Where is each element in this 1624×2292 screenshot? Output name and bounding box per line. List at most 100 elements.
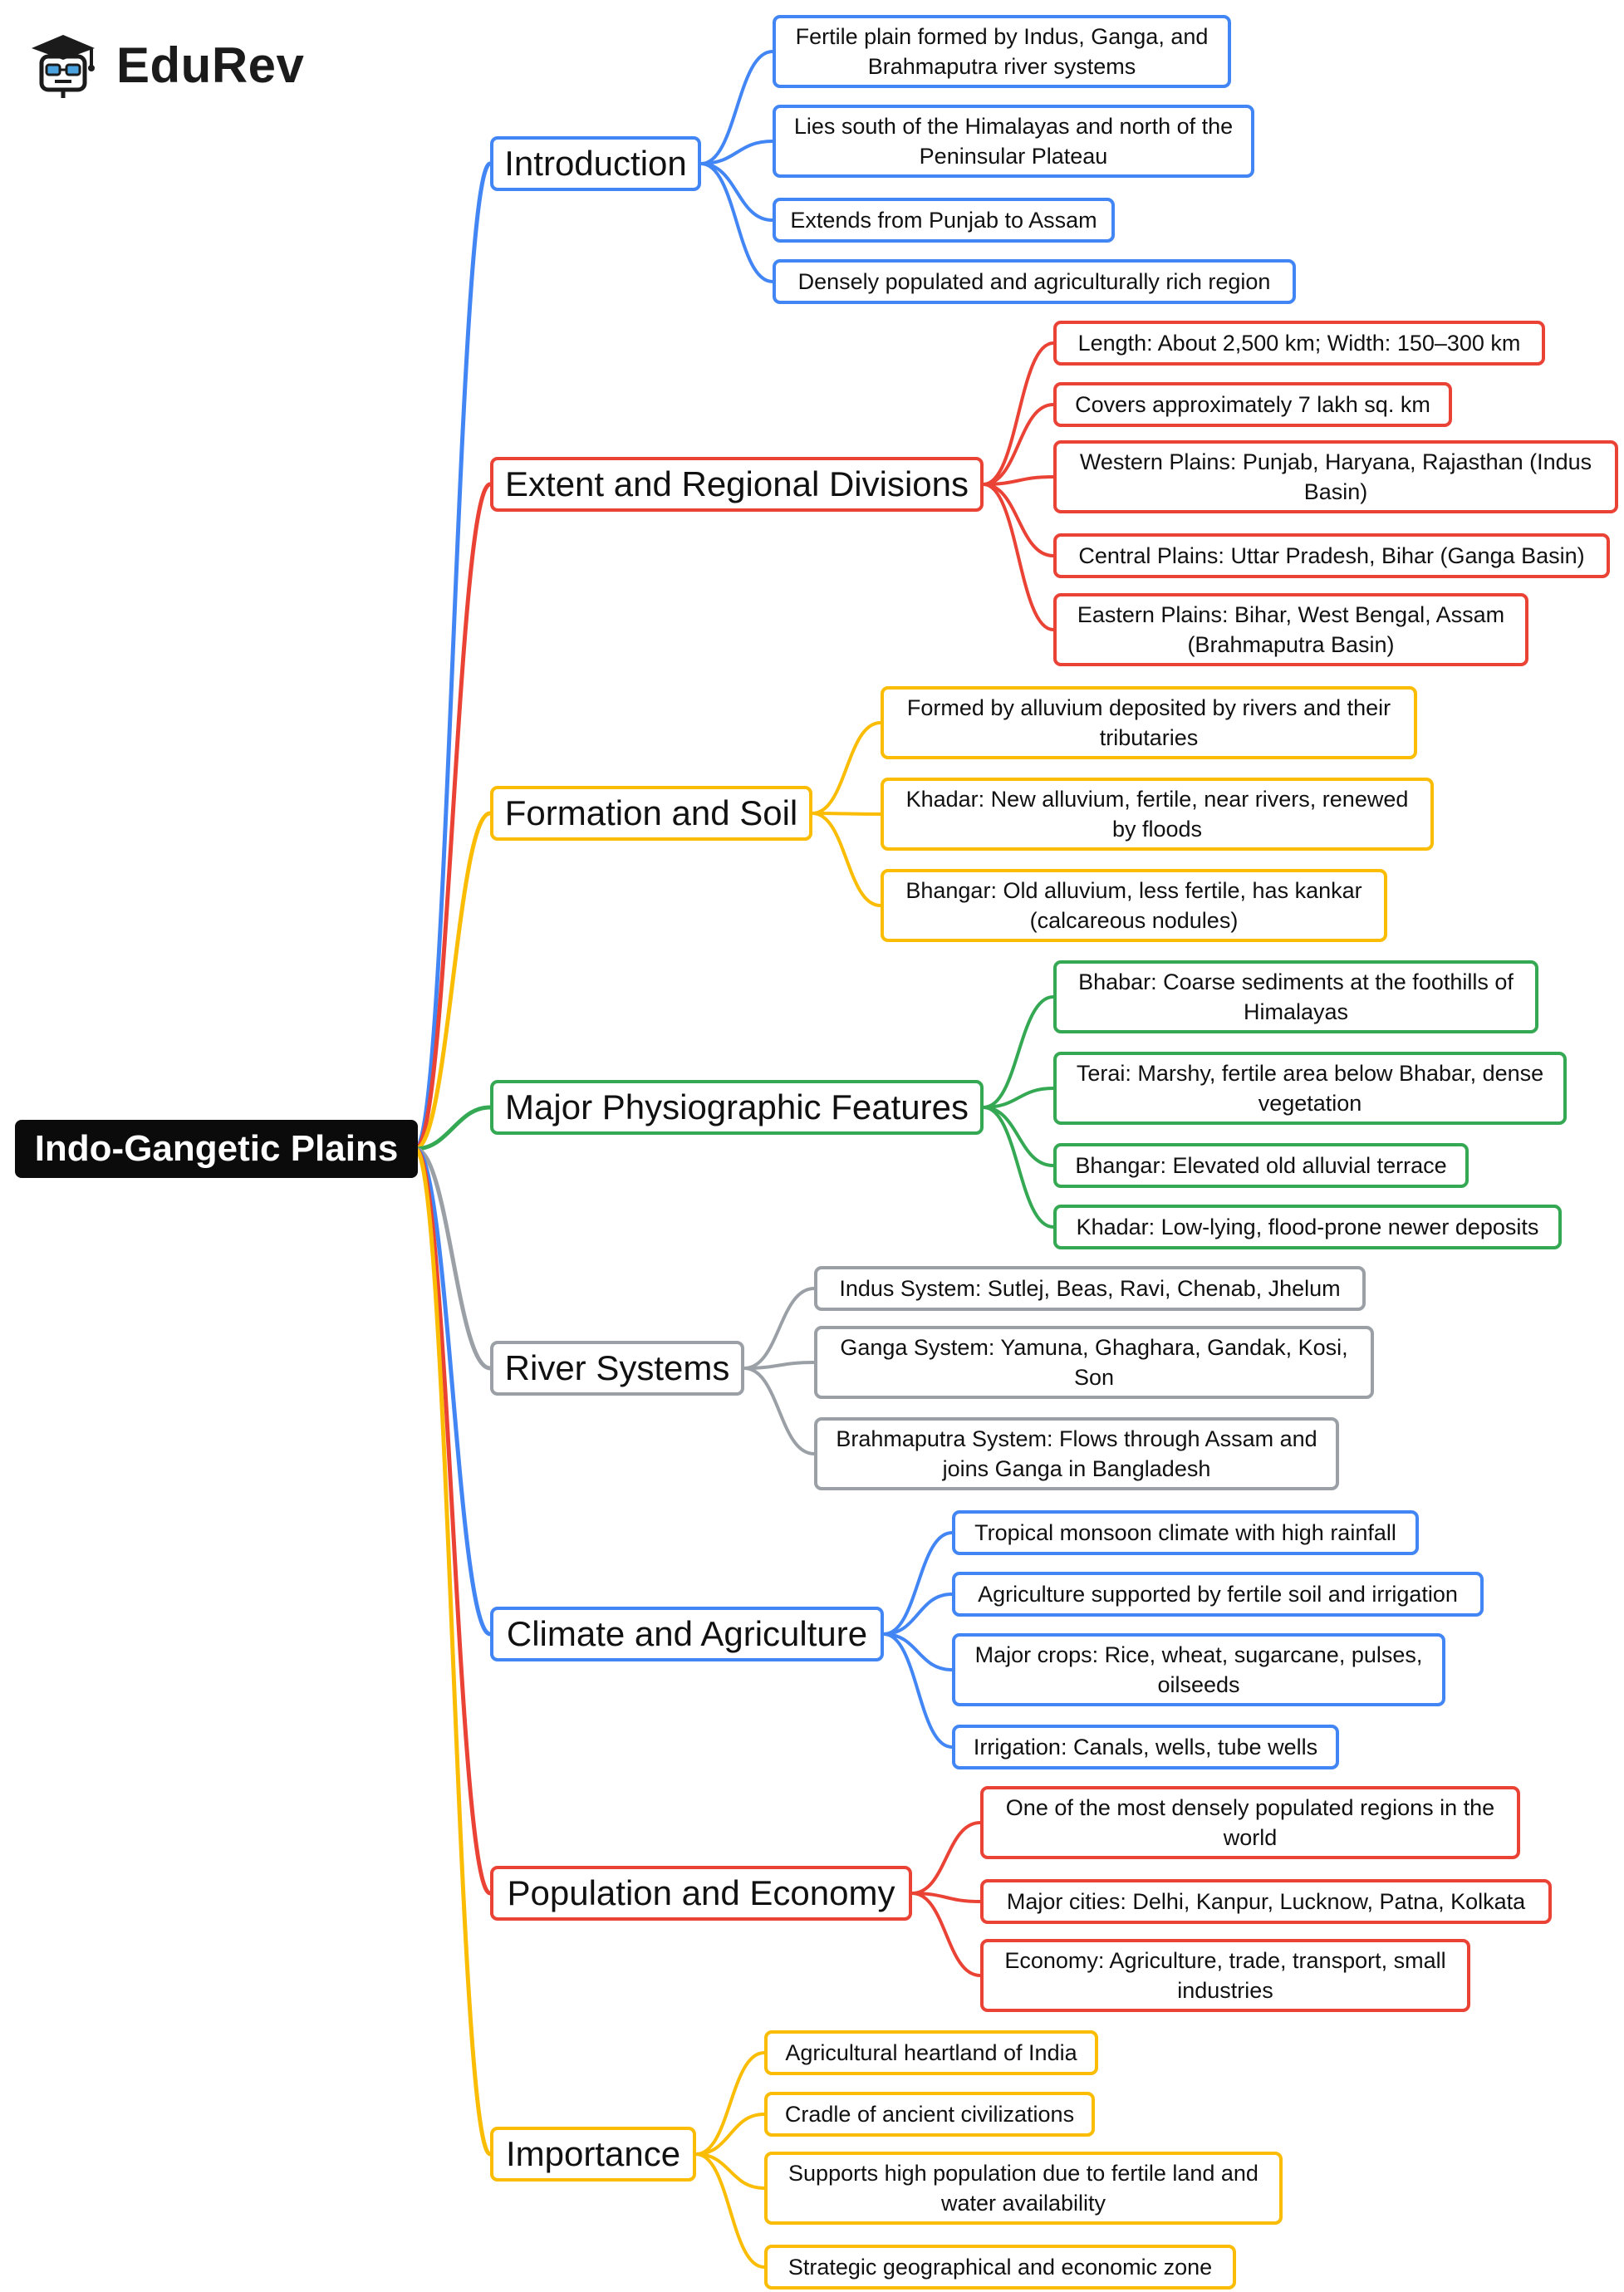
root-topic: Indo-Gangetic Plains bbox=[15, 1120, 418, 1178]
connector-root-to-extent-and-regional-divisions bbox=[413, 482, 493, 1151]
connector-river-systems-item-1 bbox=[743, 1287, 816, 1370]
graduation-cap-robot-icon bbox=[32, 35, 95, 98]
introduction-item-1: Fertile plain formed by Indus, Ganga, an… bbox=[773, 15, 1231, 88]
connector-importance-item-1 bbox=[694, 2051, 766, 2156]
item-text: Major crops: Rice, wheat, sugarcane, pul… bbox=[974, 1642, 1423, 1697]
edurev-logo: EduRev bbox=[25, 23, 304, 106]
climate-and-agriculture-item-1: Tropical monsoon climate with high rainf… bbox=[952, 1510, 1419, 1555]
formation-and-soil-item-2: Khadar: New alluvium, fertile, near rive… bbox=[881, 778, 1434, 851]
connector-major-physiographic-features-item-4 bbox=[982, 1106, 1055, 1229]
branch-label: Introduction bbox=[504, 144, 687, 183]
connector-river-systems-item-3 bbox=[743, 1367, 816, 1455]
item-text: Khadar: Low-lying, flood-prone newer dep… bbox=[1076, 1215, 1539, 1239]
river-systems-item-3: Brahmaputra System: Flows through Assam … bbox=[814, 1417, 1339, 1490]
item-text: Central Plains: Uttar Pradesh, Bihar (Ga… bbox=[1078, 543, 1585, 568]
introduction-item-2: Lies south of the Himalayas and north of… bbox=[773, 105, 1254, 178]
extent-and-regional-divisions-item-4: Central Plains: Uttar Pradesh, Bihar (Ga… bbox=[1053, 533, 1610, 578]
item-text: Bhangar: Elevated old alluvial terrace bbox=[1075, 1153, 1447, 1178]
branch-major-physiographic-features: Major Physiographic Features bbox=[490, 1080, 984, 1135]
connector-extent-and-regional-divisions-item-4 bbox=[982, 483, 1055, 557]
branch-label: Climate and Agriculture bbox=[506, 1614, 868, 1653]
importance-item-2: Cradle of ancient civilizations bbox=[764, 2092, 1095, 2137]
item-text: Bhabar: Coarse sediments at the foothill… bbox=[1078, 969, 1514, 1024]
connector-major-physiographic-features-item-2 bbox=[982, 1087, 1055, 1109]
item-text: Brahmaputra System: Flows through Assam … bbox=[836, 1426, 1317, 1481]
connector-root-to-introduction bbox=[413, 161, 493, 1151]
item-text: Length: About 2,500 km; Width: 150–300 k… bbox=[1077, 331, 1521, 356]
formation-and-soil-item-1: Formed by alluvium deposited by rivers a… bbox=[881, 686, 1417, 759]
connector-population-and-economy-item-3 bbox=[910, 1892, 982, 1977]
item-text: Fertile plain formed by Indus, Ganga, an… bbox=[795, 24, 1209, 79]
item-text: One of the most densely populated region… bbox=[1005, 1795, 1495, 1850]
connector-extent-and-regional-divisions-item-1 bbox=[982, 341, 1055, 486]
importance-item-3: Supports high population due to fertile … bbox=[764, 2152, 1283, 2225]
branch-river-systems: River Systems bbox=[490, 1341, 744, 1396]
branch-population-and-economy: Population and Economy bbox=[490, 1866, 912, 1921]
connector-root-to-river-systems bbox=[413, 1146, 493, 1371]
connector-introduction-item-2 bbox=[699, 140, 774, 165]
major-physiographic-features-item-3: Bhangar: Elevated old alluvial terrace bbox=[1053, 1143, 1469, 1188]
item-text: Extends from Punjab to Assam bbox=[790, 208, 1097, 233]
population-and-economy-item-3: Economy: Agriculture, trade, transport, … bbox=[980, 1939, 1470, 2012]
branch-label: Formation and Soil bbox=[504, 793, 798, 832]
branch-label: Population and Economy bbox=[507, 1873, 895, 1912]
item-text: Agriculture supported by fertile soil an… bbox=[978, 1582, 1458, 1607]
introduction-item-4: Densely populated and agriculturally ric… bbox=[773, 259, 1296, 304]
climate-and-agriculture-item-4: Irrigation: Canals, wells, tube wells bbox=[952, 1725, 1339, 1769]
item-text: Strategic geographical and economic zone bbox=[787, 2255, 1213, 2280]
introduction-item-3: Extends from Punjab to Assam bbox=[773, 198, 1115, 243]
population-and-economy-item-2: Major cities: Delhi, Kanpur, Lucknow, Pa… bbox=[980, 1879, 1552, 1924]
branch-climate-and-agriculture: Climate and Agriculture bbox=[490, 1607, 884, 1661]
item-text: Economy: Agriculture, trade, transport, … bbox=[1004, 1948, 1446, 2003]
item-text: Terai: Marshy, fertile area below Bhabar… bbox=[1076, 1061, 1544, 1116]
item-text: Western Plains: Punjab, Haryana, Rajasth… bbox=[1079, 449, 1592, 504]
item-text: Bhangar: Old alluvium, less fertile, has… bbox=[905, 878, 1362, 933]
climate-and-agriculture-item-2: Agriculture supported by fertile soil an… bbox=[952, 1572, 1484, 1617]
item-text: Indus System: Sutlej, Beas, Ravi, Chenab… bbox=[839, 1276, 1341, 1301]
branch-introduction: Introduction bbox=[490, 136, 701, 191]
branch-label: Extent and Regional Divisions bbox=[505, 464, 969, 503]
extent-and-regional-divisions-item-1: Length: About 2,500 km; Width: 150–300 k… bbox=[1053, 321, 1545, 366]
extent-and-regional-divisions-item-2: Covers approximately 7 lakh sq. km bbox=[1053, 382, 1452, 427]
branch-extent-and-regional-divisions: Extent and Regional Divisions bbox=[490, 457, 984, 512]
connector-population-and-economy-item-1 bbox=[910, 1821, 982, 1895]
item-text: Tropical monsoon climate with high rainf… bbox=[974, 1520, 1396, 1545]
major-physiographic-features-item-1: Bhabar: Coarse sediments at the foothill… bbox=[1053, 960, 1538, 1033]
connector-importance-item-4 bbox=[694, 2152, 766, 2269]
item-text: Eastern Plains: Bihar, West Bengal, Assa… bbox=[1077, 602, 1505, 657]
branch-formation-and-soil: Formation and Soil bbox=[490, 786, 812, 841]
item-text: Densely populated and agriculturally ric… bbox=[797, 269, 1271, 294]
item-text: Irrigation: Canals, wells, tube wells bbox=[973, 1735, 1318, 1759]
connector-introduction-item-3 bbox=[699, 162, 774, 222]
climate-and-agriculture-item-3: Major crops: Rice, wheat, sugarcane, pul… bbox=[952, 1633, 1445, 1706]
connector-root-to-major-physiographic-features bbox=[413, 1105, 493, 1151]
connector-climate-and-agriculture-item-3 bbox=[882, 1632, 954, 1671]
item-text: Major cities: Delhi, Kanpur, Lucknow, Pa… bbox=[1006, 1889, 1526, 1914]
connector-introduction-item-4 bbox=[699, 162, 774, 283]
brand-name: EduRev bbox=[116, 37, 305, 93]
river-systems-item-2: Ganga System: Yamuna, Ghaghara, Gandak, … bbox=[814, 1326, 1374, 1399]
item-text: Covers approximately 7 lakh sq. km bbox=[1075, 392, 1430, 417]
connector-extent-and-regional-divisions-item-5 bbox=[982, 483, 1055, 631]
connector-extent-and-regional-divisions-item-2 bbox=[982, 403, 1055, 486]
connector-major-physiographic-features-item-1 bbox=[982, 995, 1055, 1109]
river-systems-item-1: Indus System: Sutlej, Beas, Ravi, Chenab… bbox=[814, 1266, 1366, 1311]
extent-and-regional-divisions-item-3: Western Plains: Punjab, Haryana, Rajasth… bbox=[1053, 440, 1618, 513]
connector-climate-and-agriculture-item-2 bbox=[882, 1593, 954, 1636]
population-and-economy-item-1: One of the most densely populated region… bbox=[980, 1786, 1520, 1859]
branch-label: River Systems bbox=[504, 1348, 730, 1387]
item-text: Khadar: New alluvium, fertile, near rive… bbox=[905, 787, 1409, 842]
branch-label: Major Physiographic Features bbox=[505, 1087, 969, 1126]
connector-importance-item-3 bbox=[694, 2152, 766, 2190]
branch-label: Importance bbox=[505, 2134, 681, 2173]
connector-climate-and-agriculture-item-1 bbox=[882, 1531, 954, 1636]
connector-introduction-item-1 bbox=[699, 50, 774, 165]
item-text: Lies south of the Himalayas and north of… bbox=[793, 114, 1234, 169]
connector-formation-and-soil-item-2 bbox=[811, 812, 882, 816]
formation-and-soil-item-3: Bhangar: Old alluvium, less fertile, has… bbox=[881, 869, 1387, 942]
extent-and-regional-divisions-item-5: Eastern Plains: Bihar, West Bengal, Assa… bbox=[1053, 593, 1528, 666]
connector-extent-and-regional-divisions-item-3 bbox=[982, 475, 1055, 486]
connector-formation-and-soil-item-3 bbox=[811, 812, 882, 907]
